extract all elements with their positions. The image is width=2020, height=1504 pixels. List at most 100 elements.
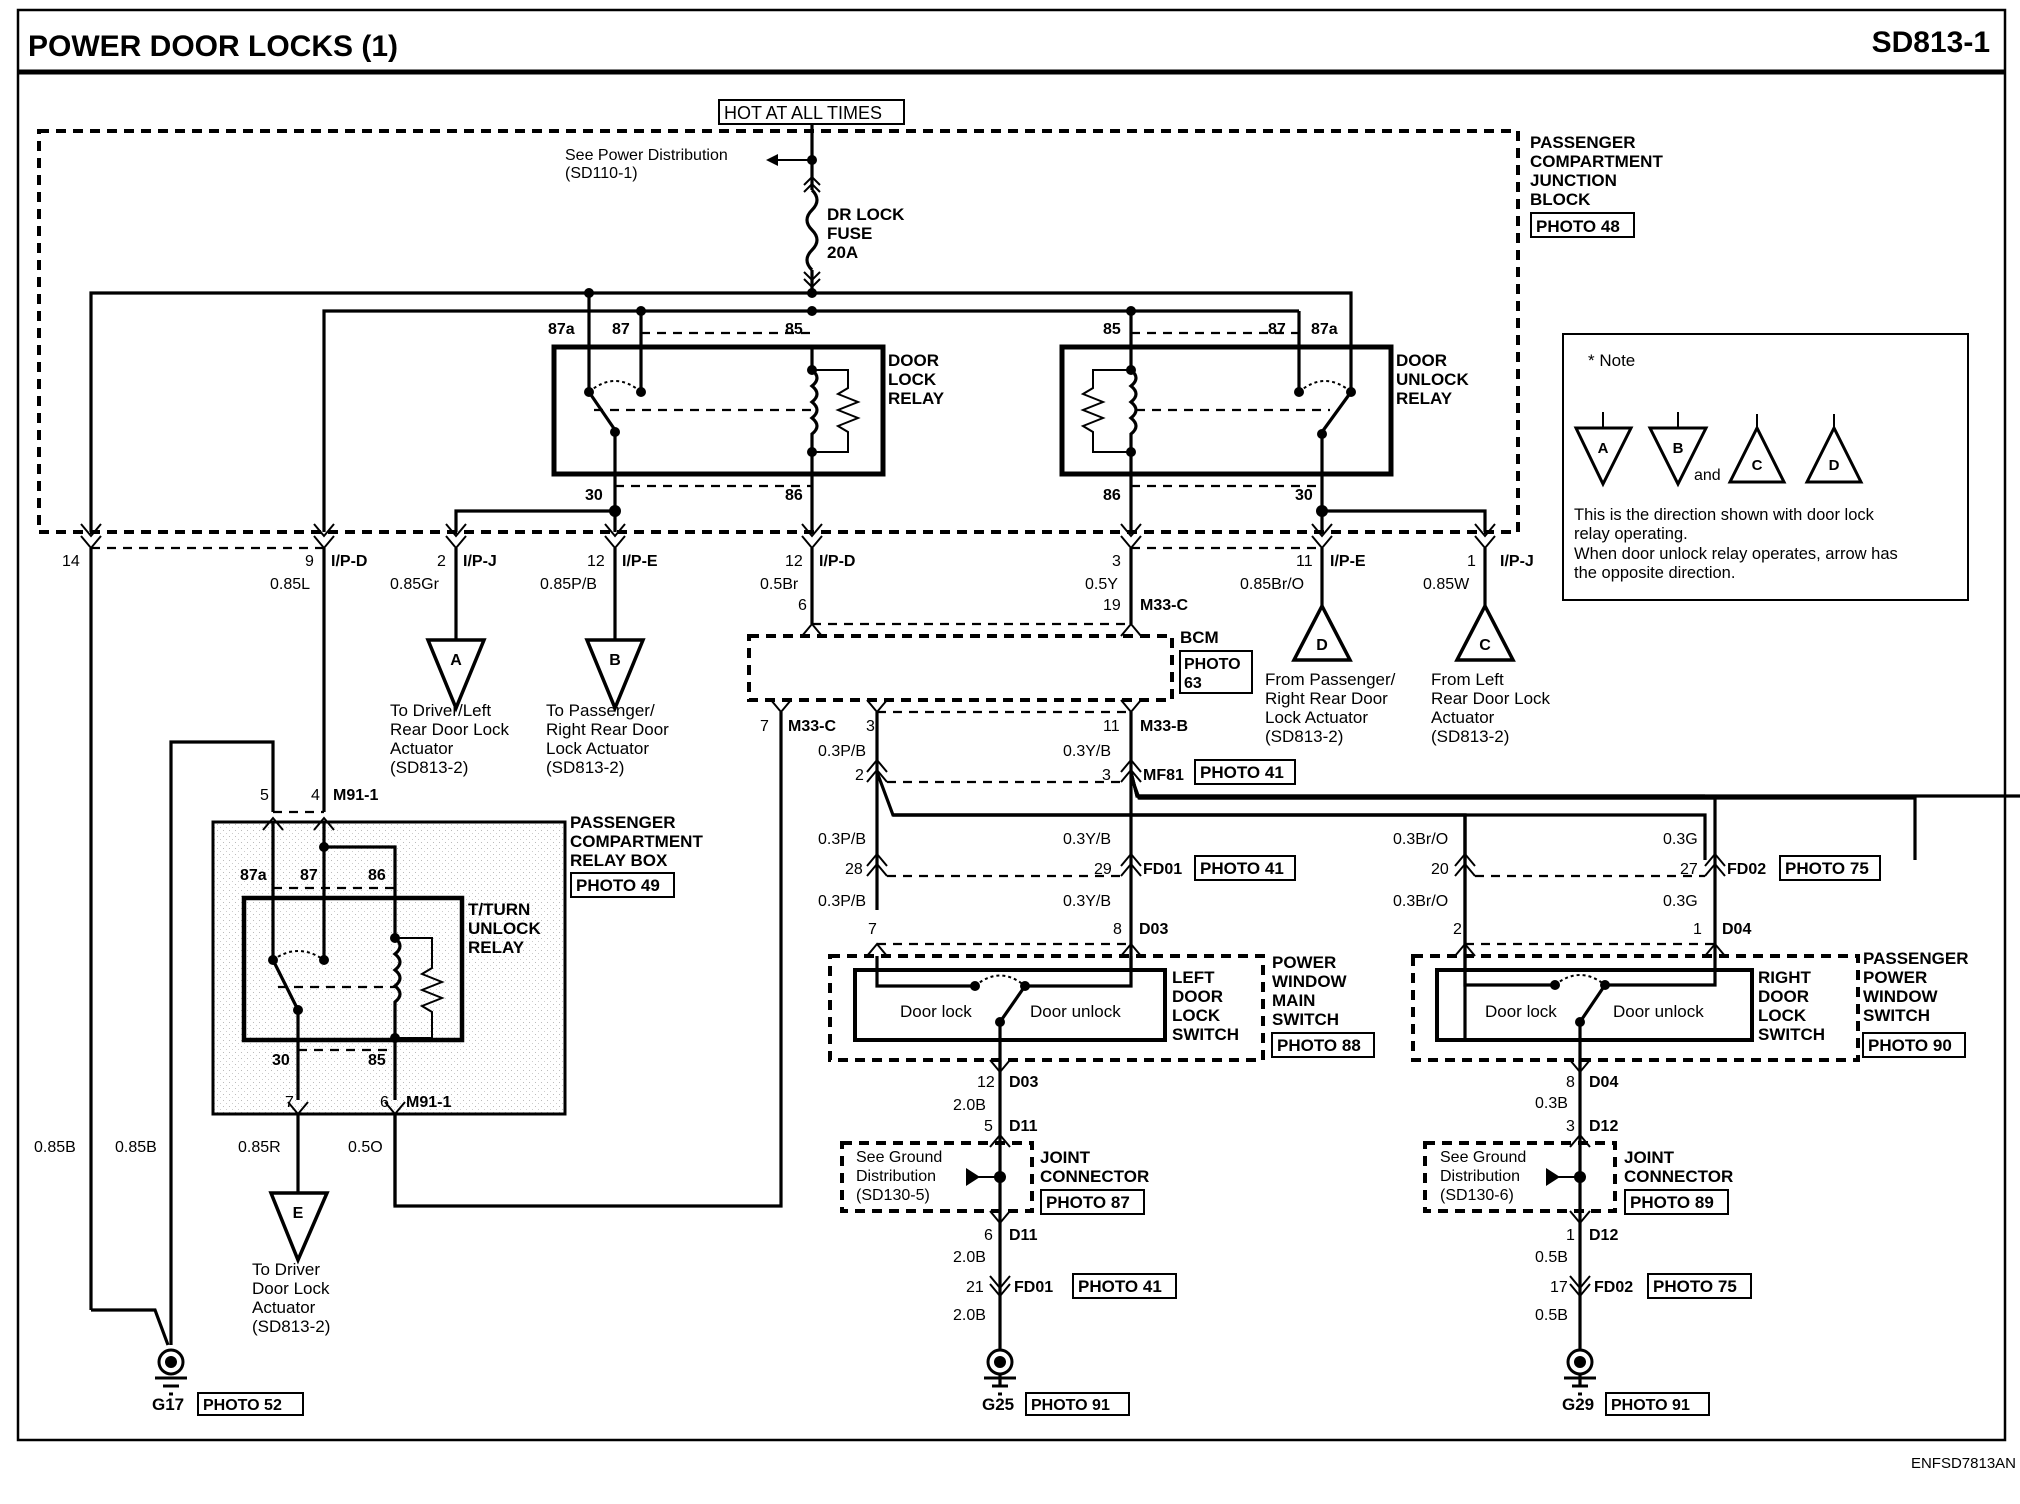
pin-87: 87 xyxy=(300,867,318,884)
note-triangle-c: C xyxy=(1727,414,1787,484)
door-unlock-position[interactable]: Door unlock xyxy=(1613,1002,1704,1021)
conn-label: M91-1 xyxy=(406,1094,451,1111)
switch-label-1: LEFT xyxy=(1172,968,1215,987)
dlr-label-2: LOCK xyxy=(888,370,937,389)
bcm-photo-1[interactable]: PHOTO xyxy=(1184,656,1241,673)
dlr-label-1: DOOR xyxy=(888,351,939,370)
pin-label: 11 xyxy=(1103,718,1120,735)
pin-label: 1 xyxy=(1566,1227,1575,1244)
photo-ref[interactable]: PHOTO 41 xyxy=(1078,1277,1162,1296)
relay-box-photo[interactable]: PHOTO 49 xyxy=(576,876,660,895)
relay-resistor-icon xyxy=(395,937,445,1039)
note-box: * Note A B and C D This is the direction… xyxy=(1562,333,1969,601)
wire-label: 0.3B xyxy=(1535,1095,1568,1112)
ground-g17: G17 PHOTO 52 xyxy=(152,1348,304,1416)
offpage-connector-a[interactable]: A To Driver/Left Rear Door Lock Actuator… xyxy=(390,638,510,777)
page-code: SD813-1 xyxy=(1872,26,1990,59)
pin-label: 21 xyxy=(966,1279,984,1296)
assembly-label-1: PASSENGER xyxy=(1863,949,1969,968)
pin-86: 86 xyxy=(368,867,386,884)
switch-label-2: DOOR xyxy=(1172,987,1223,1006)
see-ground-2[interactable]: Distribution xyxy=(856,1168,936,1185)
switch-label-3: LOCK xyxy=(1172,1006,1221,1025)
photo-ref[interactable]: PHOTO 41 xyxy=(1200,763,1284,782)
bcm-photo-2[interactable]: 63 xyxy=(1184,675,1202,692)
letter: C xyxy=(1752,457,1763,474)
wire-label: 2.0B xyxy=(953,1097,986,1114)
photo-ref[interactable]: PHOTO 41 xyxy=(1200,859,1284,878)
conn-label: M33-C xyxy=(788,718,836,735)
note-line-2: relay operating. xyxy=(1574,525,1688,543)
note-line-3: When door unlock relay operates, arrow h… xyxy=(1574,545,1898,563)
see-ground-2[interactable]: Distribution xyxy=(1440,1168,1520,1185)
left-ground-chain: 12 D03 2.0B 5 D11 See Ground Distributio… xyxy=(840,1059,1177,1416)
door-lock-position[interactable]: Door lock xyxy=(900,1002,972,1021)
see-ground-3[interactable]: (SD130-6) xyxy=(1440,1187,1514,1204)
see-power-ref[interactable]: (SD110-1) xyxy=(565,165,638,182)
wire-label: 2.0B xyxy=(953,1249,986,1266)
pin-label: 7 xyxy=(285,1094,294,1111)
pin-label: 27 xyxy=(1680,861,1698,878)
switch-photo[interactable]: PHOTO 88 xyxy=(1277,1036,1361,1055)
pin-label: 6 xyxy=(380,1094,389,1111)
see-power-distribution[interactable]: See Power Distribution xyxy=(565,147,728,164)
conn-label: FD01 xyxy=(1014,1279,1053,1296)
switch-label-3: LOCK xyxy=(1758,1006,1807,1025)
joint-photo[interactable]: PHOTO 89 xyxy=(1630,1193,1714,1212)
joint-photo[interactable]: PHOTO 87 xyxy=(1046,1193,1130,1212)
connector-fd02-top: 0.3Br/O 0.3G 20 27 FD02 PHOTO 75 0.3Br/O… xyxy=(1393,831,1881,957)
wire-label: 0.85Br/O xyxy=(1240,576,1304,593)
wire-label: 0.5O xyxy=(348,1139,383,1156)
photo-ref[interactable]: PHOTO 75 xyxy=(1785,859,1869,878)
wire-label: 0.3Y/B xyxy=(1063,893,1111,910)
letter: A xyxy=(450,652,462,669)
text-2: Door Lock xyxy=(252,1279,330,1298)
pin-label: 3 xyxy=(1102,767,1111,784)
jb-photo-ref[interactable]: PHOTO 48 xyxy=(1536,217,1620,236)
letter: D xyxy=(1316,637,1328,654)
assembly-label-4: SWITCH xyxy=(1272,1010,1339,1029)
ground-photo[interactable]: PHOTO 91 xyxy=(1031,1397,1110,1414)
photo-ref[interactable]: PHOTO 75 xyxy=(1653,1277,1737,1296)
ground-label: G25 xyxy=(982,1395,1014,1414)
offpage-connector-b[interactable]: B To Passenger/ Right Rear Door Lock Act… xyxy=(546,638,669,777)
dur-label-3: RELAY xyxy=(1396,389,1453,408)
pin-label: 12 xyxy=(587,553,605,570)
conn-label: I/P-D xyxy=(819,553,855,570)
pin-label: 8 xyxy=(1566,1074,1575,1091)
door-lock-position[interactable]: Door lock xyxy=(1485,1002,1557,1021)
offpage-connector-e[interactable]: E To Driver Door Lock Actuator (SD813-2) xyxy=(252,1191,330,1336)
offpage-connector-c[interactable]: C From Left Rear Door Lock Actuator (SD8… xyxy=(1431,602,1551,746)
see-ground-1[interactable]: See Ground xyxy=(1440,1149,1526,1166)
door-unlock-position[interactable]: Door unlock xyxy=(1030,1002,1121,1021)
see-ground-1[interactable]: See Ground xyxy=(856,1149,942,1166)
text-3: Actuator xyxy=(390,739,454,758)
conn-label: D11 xyxy=(1009,1118,1038,1135)
conn-label: FD02 xyxy=(1727,861,1766,878)
assembly-label-4: SWITCH xyxy=(1863,1006,1930,1025)
ground-photo[interactable]: PHOTO 91 xyxy=(1611,1397,1690,1414)
passenger-relay-box: 5 4 M91-1 87a 87 86 T/TURN UNLOCK RELAY … xyxy=(115,740,703,1345)
conn-label: I/P-D xyxy=(331,553,367,570)
conn-label: M33-B xyxy=(1140,718,1188,735)
ground-photo[interactable]: PHOTO 52 xyxy=(203,1397,282,1414)
joint-label-2: CONNECTOR xyxy=(1624,1167,1733,1186)
offpage-connector-d[interactable]: D From Passenger/ Right Rear Door Lock A… xyxy=(1265,602,1396,746)
text-1: To Passenger/ xyxy=(546,701,655,720)
wire-label: 0.5Br xyxy=(760,576,799,593)
wire-label: 0.3P/B xyxy=(818,743,866,760)
switch-photo[interactable]: PHOTO 90 xyxy=(1868,1036,1952,1055)
jb-output-connectors: 14 0.85B 9 I/P-D 0.85L 2 I/P-J 0.85Gr 12… xyxy=(34,523,1534,1156)
conn-label: I/P-E xyxy=(1330,553,1366,570)
assembly-label-3: MAIN xyxy=(1272,991,1315,1010)
conn-label: FD02 xyxy=(1594,1279,1633,1296)
pin-87a: 87a xyxy=(1311,321,1338,338)
relay-coil-icon xyxy=(392,898,402,1100)
text-4: (SD813-2) xyxy=(546,758,624,777)
wire-label: 0.85P/B xyxy=(540,576,597,593)
door-lock-relay: 87a 87 85 DOOR LOCK RELAY 30 86 xyxy=(548,321,945,504)
pin-label: 5 xyxy=(984,1118,993,1135)
page-title: POWER DOOR LOCKS (1) xyxy=(28,30,398,63)
see-ground-3[interactable]: (SD130-5) xyxy=(856,1187,930,1204)
pin-label: 1 xyxy=(1467,553,1476,570)
